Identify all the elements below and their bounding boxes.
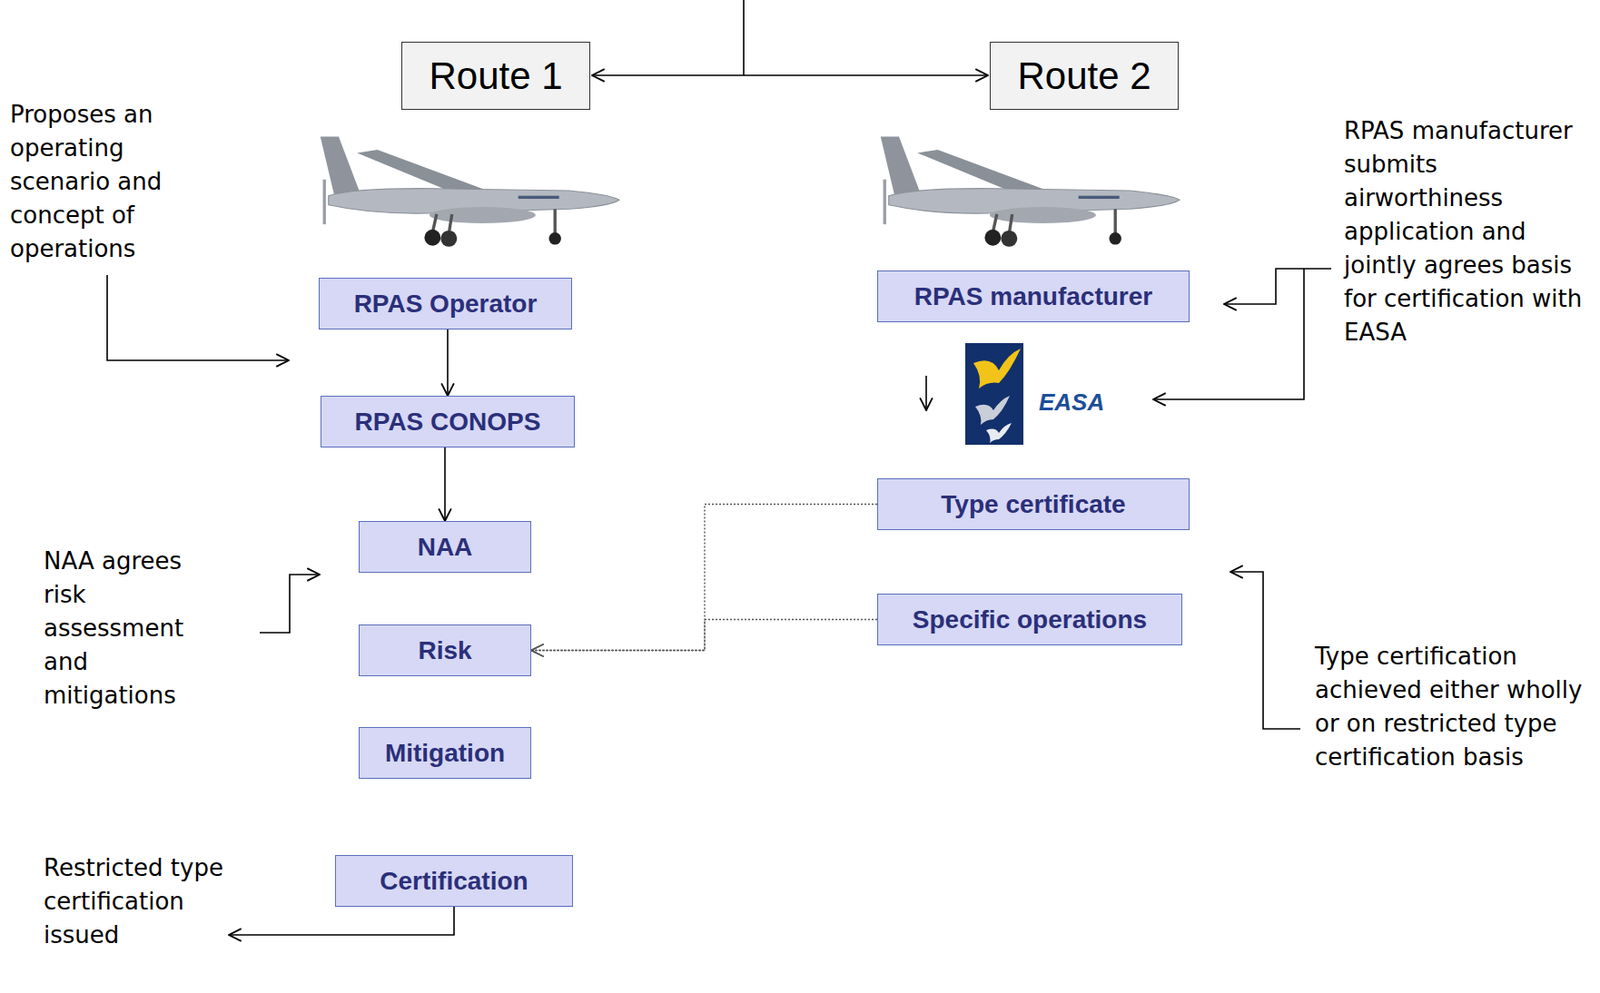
drone-illustration [320,136,620,247]
split-arrow [592,74,744,77]
box-text: RPAS CONOPS [355,407,542,437]
process-box: NAA [358,521,532,573]
split-arrow [743,74,988,77]
process-box: Type certificate [877,478,1190,531]
down-arrow [925,375,928,411]
box-text: Type certificate [940,490,1126,520]
box-text: Route 2 [1017,54,1151,99]
route-box: Route 2 [989,41,1179,110]
easa-logo [965,343,1024,445]
process-box: Certification [335,855,573,908]
arrow-connector [446,329,449,396]
dotted-connector [531,620,878,652]
box-text: Certification [379,867,528,897]
logo-text: EASA [1038,388,1105,417]
dotted-connector [531,504,878,652]
drone-illustration [880,136,1180,247]
process-box: Risk [358,624,532,677]
box-text: RPAS Operator [354,289,538,319]
box-text: RPAS manufacturer [914,282,1153,312]
callout-text: NAA agrees risk assessment and mitigatio… [43,544,217,713]
process-box: RPAS Operator [318,277,573,330]
split-line [742,0,745,76]
process-box: RPAS CONOPS [320,395,575,448]
leader-line [107,275,289,361]
box-text: Mitigation [385,739,505,769]
callout-text: RPAS manufacturer submits airworthiness … [1343,114,1590,350]
leader-line [259,574,320,633]
box-text: Specific operations [912,605,1147,635]
process-box: RPAS manufacturer [877,270,1190,323]
leader-line [1230,572,1301,730]
logo-bird [986,423,1012,444]
box-text: Risk [417,636,472,666]
callout-text: Type certification achieved either wholl… [1314,640,1588,775]
process-box: Specific operations [877,593,1183,646]
callout-text: Proposes an operating scenario and conce… [9,98,192,267]
connector-group [444,329,878,652]
callout-text: Restricted type certification issued [43,851,226,953]
logo-bird [975,395,1010,425]
process-box: Mitigation [358,727,532,780]
logo-bird [973,348,1021,389]
leader-line [1224,268,1332,305]
leader-line [228,907,455,936]
route-box: Route 1 [401,41,591,110]
box-text: NAA [417,533,474,563]
arrow-connector [444,447,446,522]
box-text: Route 1 [428,54,563,99]
